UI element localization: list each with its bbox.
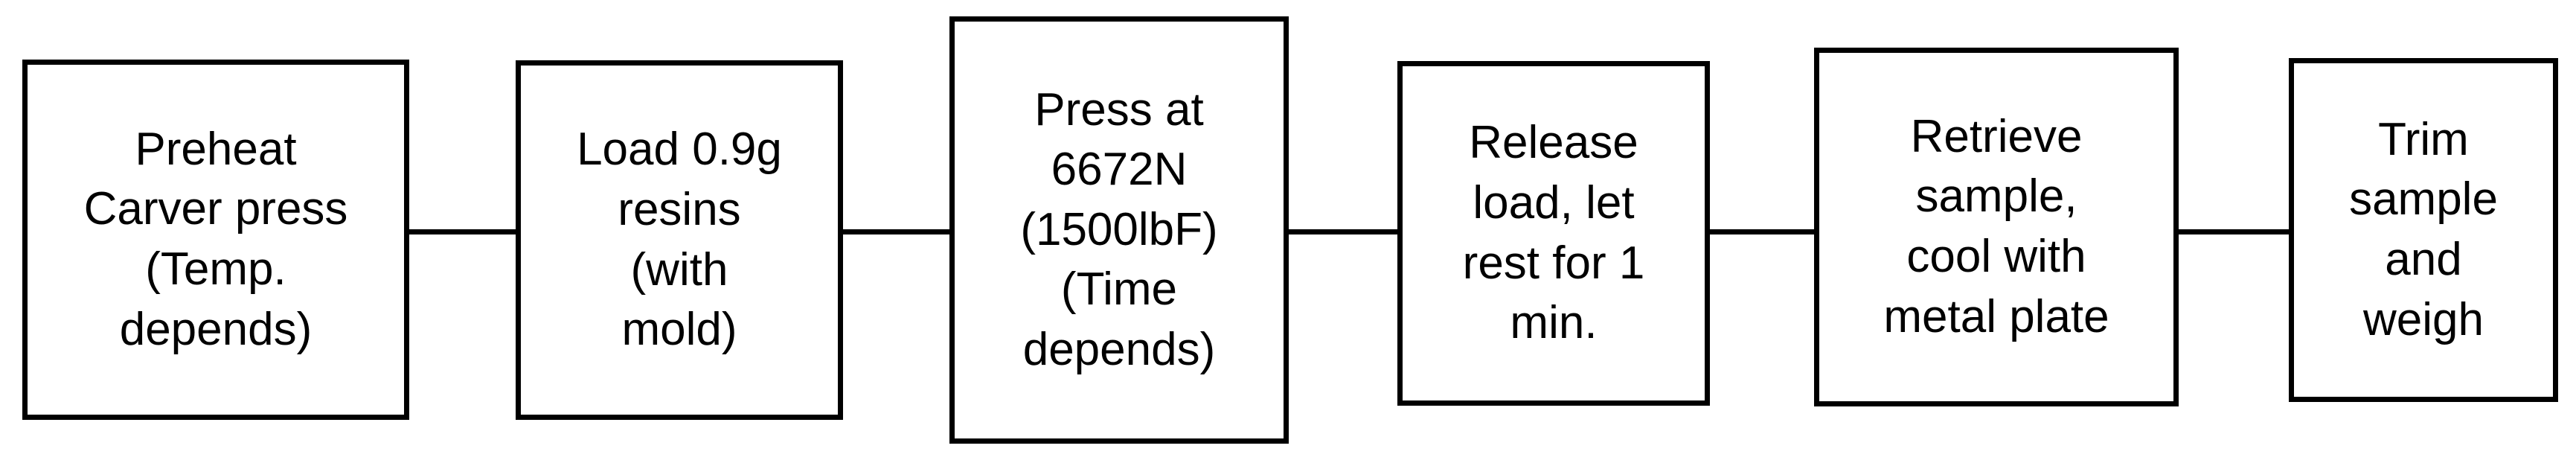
node-label-retrieve-and-cool-sample: Retrieve sample, cool with metal plate	[1883, 110, 2109, 342]
process-node-trim-and-weigh-sample[interactable]: Trim sample and weigh	[2289, 58, 2558, 402]
connector-retrieve-to-trim	[2177, 229, 2290, 234]
process-node-preheat-carver-press[interactable]: Preheat Carver press (Temp. depends)	[22, 60, 409, 420]
node-label-preheat-carver-press: Preheat Carver press (Temp. depends)	[83, 123, 348, 355]
connector-load-to-press	[842, 229, 951, 234]
node-label-load-resins: Load 0.9g resins (with mold)	[577, 124, 782, 356]
connector-preheat-to-load	[408, 229, 517, 234]
node-label-trim-and-weigh-sample: Trim sample and weigh	[2349, 113, 2498, 345]
process-node-retrieve-and-cool-sample[interactable]: Retrieve sample, cool with metal plate	[1814, 48, 2179, 406]
connector-release-to-retrieve	[1708, 229, 1816, 234]
process-node-press-at-force[interactable]: Press at 6672N (1500lbF) (Time depends)	[949, 16, 1289, 444]
node-label-release-load-rest: Release load, let rest for 1 min.	[1462, 117, 1645, 349]
process-node-load-resins[interactable]: Load 0.9g resins (with mold)	[516, 60, 843, 420]
connector-press-to-release	[1287, 229, 1399, 234]
node-label-press-at-force: Press at 6672N (1500lbF) (Time depends)	[1020, 83, 1218, 375]
process-node-release-load-rest[interactable]: Release load, let rest for 1 min.	[1397, 61, 1710, 406]
